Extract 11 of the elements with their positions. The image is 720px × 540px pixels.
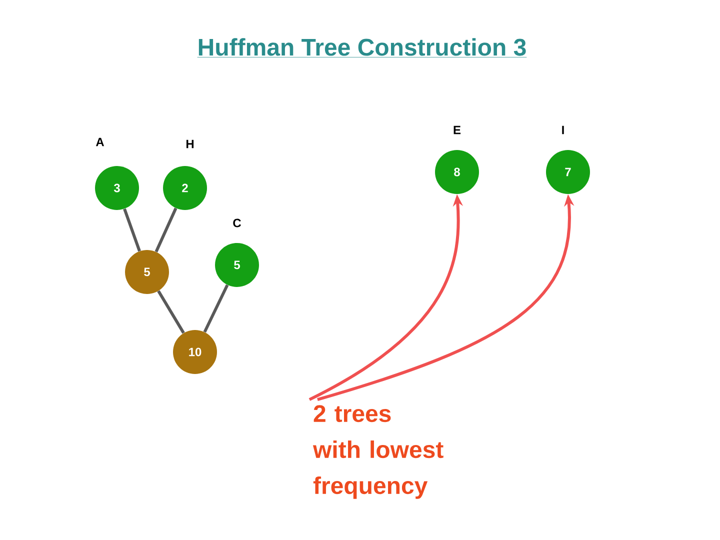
tree-edge xyxy=(157,290,185,334)
tree-edge xyxy=(203,284,229,333)
title: Huffman Tree Construction 3 xyxy=(197,38,527,58)
node-letter: C xyxy=(233,218,242,228)
tree-edge xyxy=(154,208,178,252)
node-letter: I xyxy=(562,126,564,134)
node-letter: E xyxy=(454,126,461,134)
callout-text: 2 trees with lowest frequency xyxy=(312,405,444,499)
tree-edge xyxy=(123,208,141,252)
node-letter: H xyxy=(186,140,194,148)
node-letter: A xyxy=(96,138,104,146)
